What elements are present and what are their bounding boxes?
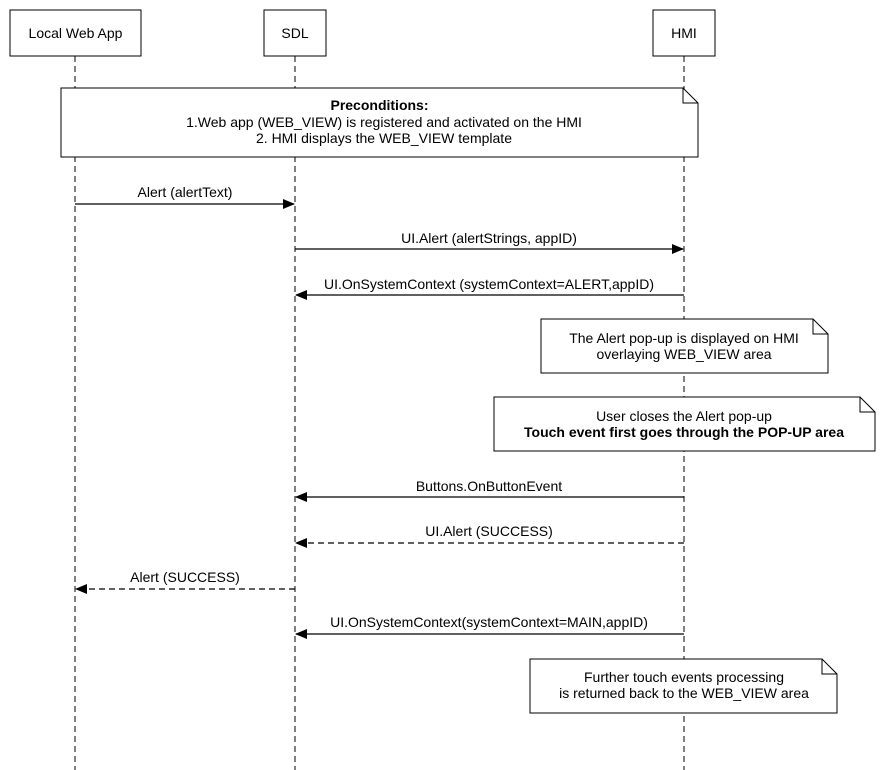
note-alert-displayed: The Alert pop-up is displayed on HMI ove… (540, 318, 829, 374)
note-user-closes-alert: User closes the Alert pop-up Touch event… (493, 396, 876, 452)
message-label: UI.Alert (alertStrings, appID) (401, 230, 577, 246)
preconditions-line-1: 1.Web app (WEB_VIEW) is registered and a… (186, 114, 582, 130)
message-alert-response: Alert (SUCCESS) (75, 569, 295, 594)
participant-local-web-app: Local Web App (9, 9, 142, 57)
note-touch-events-returned: Further touch events processing is retur… (529, 658, 838, 714)
participant-label: HMI (671, 25, 697, 41)
note-line-1: User closes the Alert pop-up (596, 408, 772, 424)
preconditions-note: Preconditions: 1.Web app (WEB_VIEW) is r… (60, 87, 699, 158)
participant-hmi: HMI (652, 9, 716, 57)
message-label: Alert (SUCCESS) (130, 569, 240, 585)
message-on-system-context-main: UI.OnSystemContext(systemContext=MAIN,ap… (295, 614, 684, 639)
note-line-1: The Alert pop-up is displayed on HMI (569, 330, 799, 346)
message-label: UI.Alert (SUCCESS) (425, 523, 553, 539)
note-line-2: overlaying WEB_VIEW area (596, 346, 771, 362)
message-on-button-event: Buttons.OnButtonEvent (295, 478, 684, 502)
participant-label: Local Web App (29, 25, 123, 41)
message-ui-alert-request: UI.Alert (alertStrings, appID) (295, 230, 684, 254)
message-label: UI.OnSystemContext(systemContext=MAIN,ap… (330, 614, 648, 630)
message-label: UI.OnSystemContext (systemContext=ALERT,… (324, 276, 654, 292)
note-line-1: Further touch events processing (584, 669, 784, 685)
message-label: Alert (alertText) (138, 184, 233, 200)
note-line-2: Touch event first goes through the POP-U… (524, 424, 844, 440)
preconditions-title: Preconditions: (330, 97, 428, 113)
message-ui-alert-response: UI.Alert (SUCCESS) (295, 523, 684, 548)
message-alert-request: Alert (alertText) (75, 184, 295, 209)
note-line-2: is returned back to the WEB_VIEW area (559, 685, 809, 701)
participant-label: SDL (281, 25, 308, 41)
message-label: Buttons.OnButtonEvent (416, 478, 562, 494)
preconditions-line-2: 2. HMI displays the WEB_VIEW template (256, 130, 512, 146)
participant-sdl: SDL (263, 9, 327, 57)
message-on-system-context-alert: UI.OnSystemContext (systemContext=ALERT,… (295, 276, 684, 300)
